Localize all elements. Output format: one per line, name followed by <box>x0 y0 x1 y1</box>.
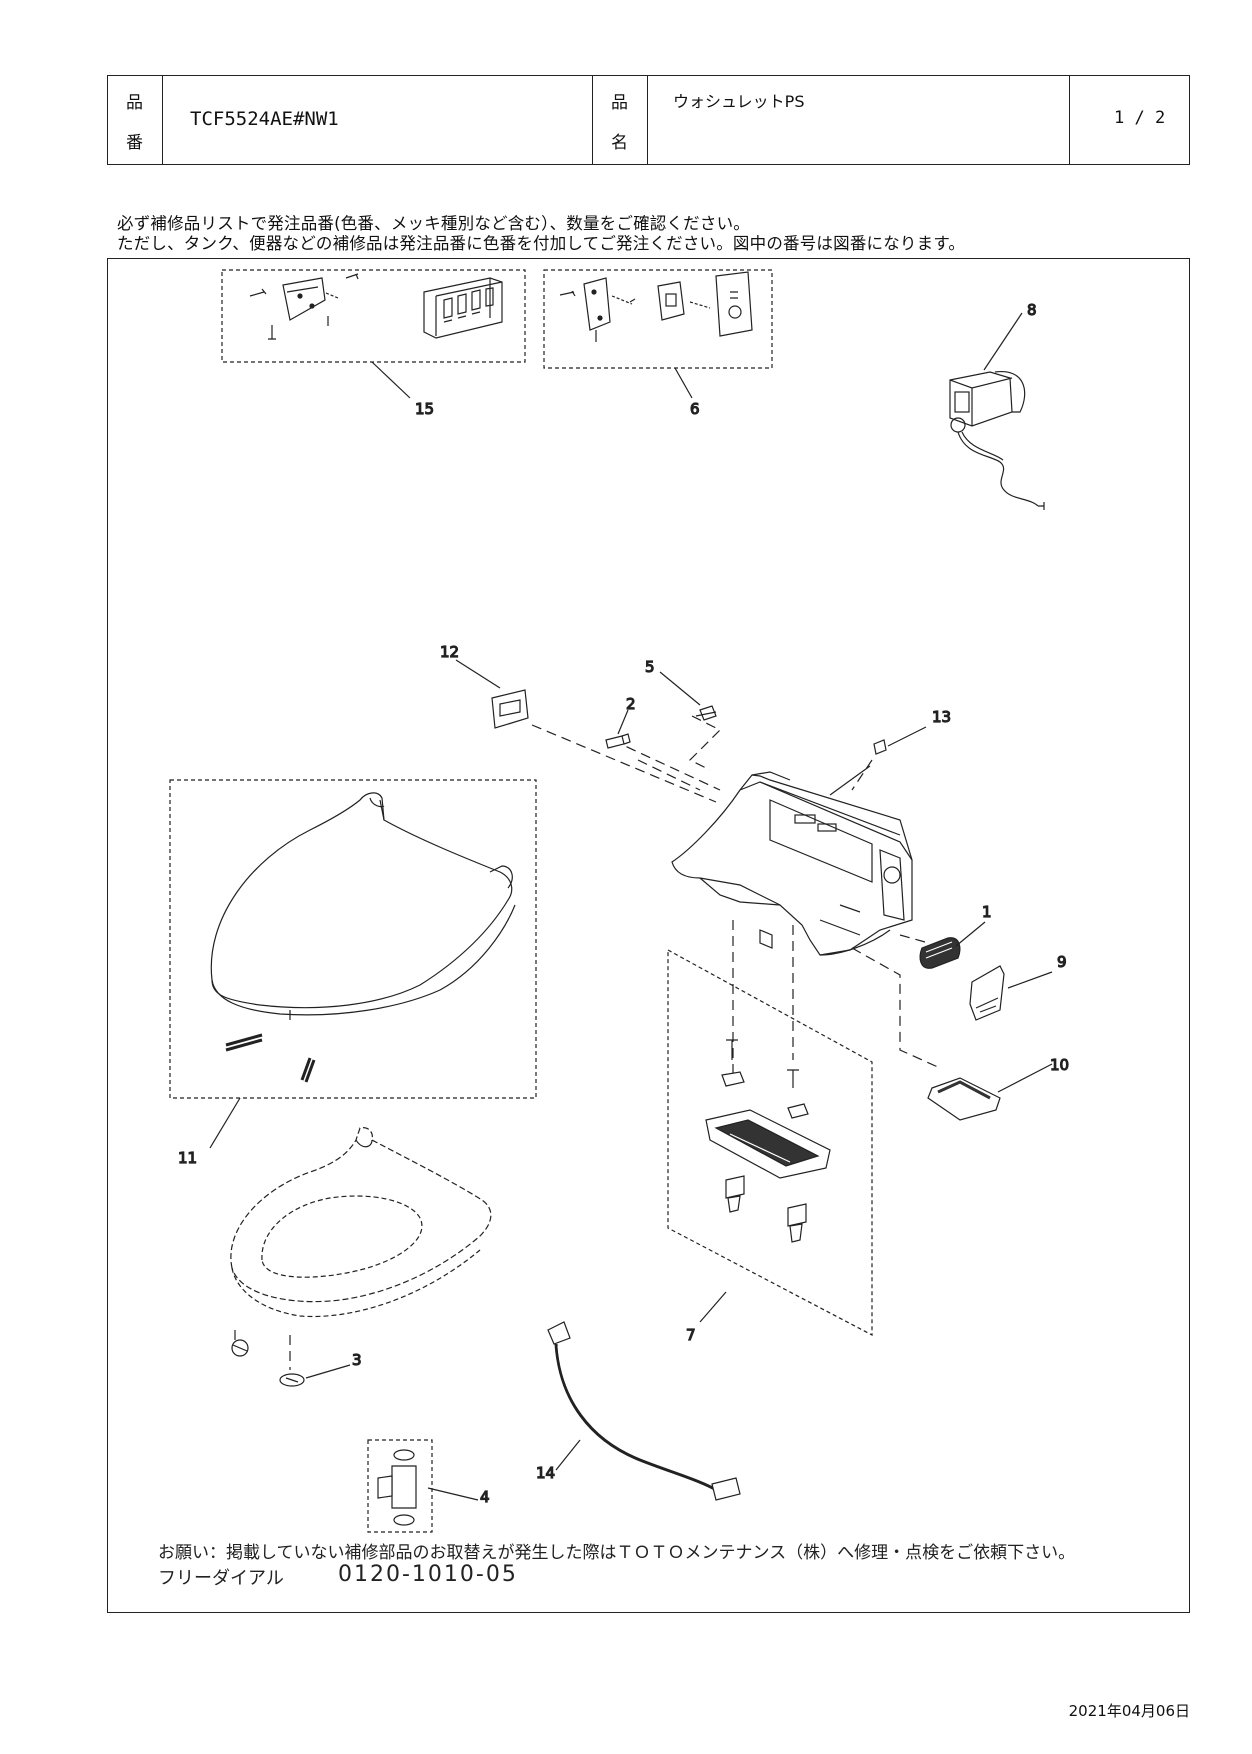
leader-6 <box>674 367 693 399</box>
repair-request-note: お願い：掲載していない補修部品のお取替えが発生した際はＴＯＴＯメンテナンス（株）… <box>158 1543 1076 1563</box>
note-line-2: ただし、タンク、便器などの補修品は発注品番に色番を付加してご発注ください。図中の… <box>117 234 966 253</box>
product-name: ウォシュレットPS <box>673 92 805 111</box>
leader-12 <box>455 659 501 689</box>
header-divider <box>1069 76 1070 164</box>
issue-date: 2021年04月06日 <box>1068 1702 1190 1720</box>
assembly-guide-lines <box>234 715 941 1370</box>
leader-5 <box>659 671 701 706</box>
part-number: TCF5524AE#NW1 <box>190 108 339 130</box>
header-divider <box>162 76 163 164</box>
hinban-label-bottom: 番 <box>126 133 143 153</box>
leader-8 <box>983 312 1023 371</box>
callout-4: 4 <box>480 1488 490 1506</box>
hinban-label-top: 品 <box>126 93 143 113</box>
callout-12: 12 <box>440 643 459 661</box>
hinmei-label-bottom: 名 <box>611 133 628 153</box>
callout-6: 6 <box>690 400 700 418</box>
part-9-side-cover <box>969 965 1005 1021</box>
callout-9: 9 <box>1057 953 1067 971</box>
callout-3: 3 <box>352 1351 362 1369</box>
leader-body <box>829 765 871 796</box>
leader-15 <box>371 361 411 399</box>
part-6-wall-switch-set <box>543 269 773 369</box>
leader-13 <box>887 726 927 747</box>
main-body-unit <box>671 771 913 956</box>
note-line-1: 必ず補修品リストで発注品番(色番、メッキ種別など含む）、数量をご確認ください。 <box>117 214 750 233</box>
header-table: 品 番 TCF5524AE#NW1 品 名 ウォシュレットPS 1 / 2 <box>107 75 1190 165</box>
part-1-filter <box>919 937 961 969</box>
part-14-supply-hose <box>547 1321 741 1501</box>
part-13-stopper <box>873 739 887 755</box>
diagram-frame <box>107 258 1190 1613</box>
part-7-base-plate-set <box>667 948 873 1336</box>
seat-ring <box>230 1127 492 1357</box>
leader-14 <box>555 1439 581 1471</box>
part-3-rubber-cushion <box>279 1373 305 1387</box>
leader-4 <box>427 1487 479 1501</box>
part-15-remote-bracket-set <box>221 269 526 363</box>
part-2-pin <box>605 733 631 749</box>
callout-1: 1 <box>982 903 992 921</box>
part-11-seat-lid-set <box>169 779 537 1099</box>
page-indicator: 1 / 2 <box>1114 108 1166 128</box>
leader-10 <box>997 1063 1053 1093</box>
part-4-stop-valve <box>367 1439 433 1533</box>
callout-5: 5 <box>645 658 655 676</box>
freedial-label: フリーダイアル <box>158 1568 284 1589</box>
callout-7: 7 <box>686 1326 696 1344</box>
callout-10: 10 <box>1050 1056 1069 1074</box>
freedial-number: 0120-1010-05 <box>338 1562 518 1587</box>
callout-11: 11 <box>178 1149 197 1167</box>
callout-15: 15 <box>415 400 434 418</box>
callout-2: 2 <box>626 695 636 713</box>
part-8-valve-unit <box>949 371 1045 510</box>
callout-14: 14 <box>536 1464 555 1482</box>
header-divider <box>592 76 593 164</box>
leader-9 <box>1007 971 1053 989</box>
part-12-cover-plate <box>491 689 529 729</box>
leader-2 <box>617 709 629 735</box>
callout-13: 13 <box>932 708 951 726</box>
leader-3 <box>305 1364 351 1379</box>
leader-7 <box>699 1291 727 1323</box>
part-10-nozzle-cover <box>927 1077 1001 1121</box>
hinmei-label-top: 品 <box>611 93 628 113</box>
part-5-clip <box>695 705 717 721</box>
leader-1 <box>955 921 986 947</box>
callout-8: 8 <box>1027 301 1037 319</box>
leader-11 <box>209 1097 241 1149</box>
header-divider <box>647 76 648 164</box>
